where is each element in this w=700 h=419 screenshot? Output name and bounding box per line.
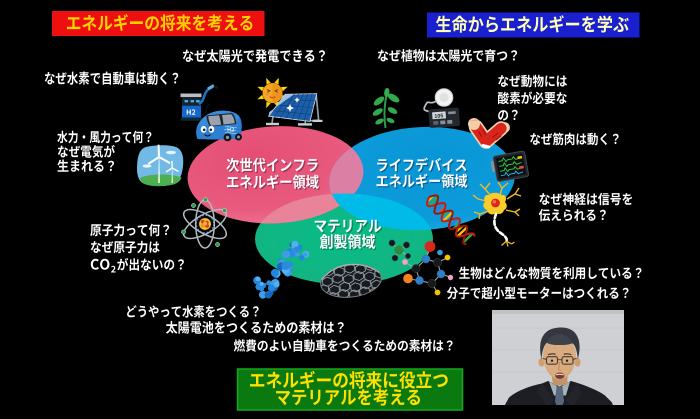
- svg-text:105: 105: [434, 113, 443, 120]
